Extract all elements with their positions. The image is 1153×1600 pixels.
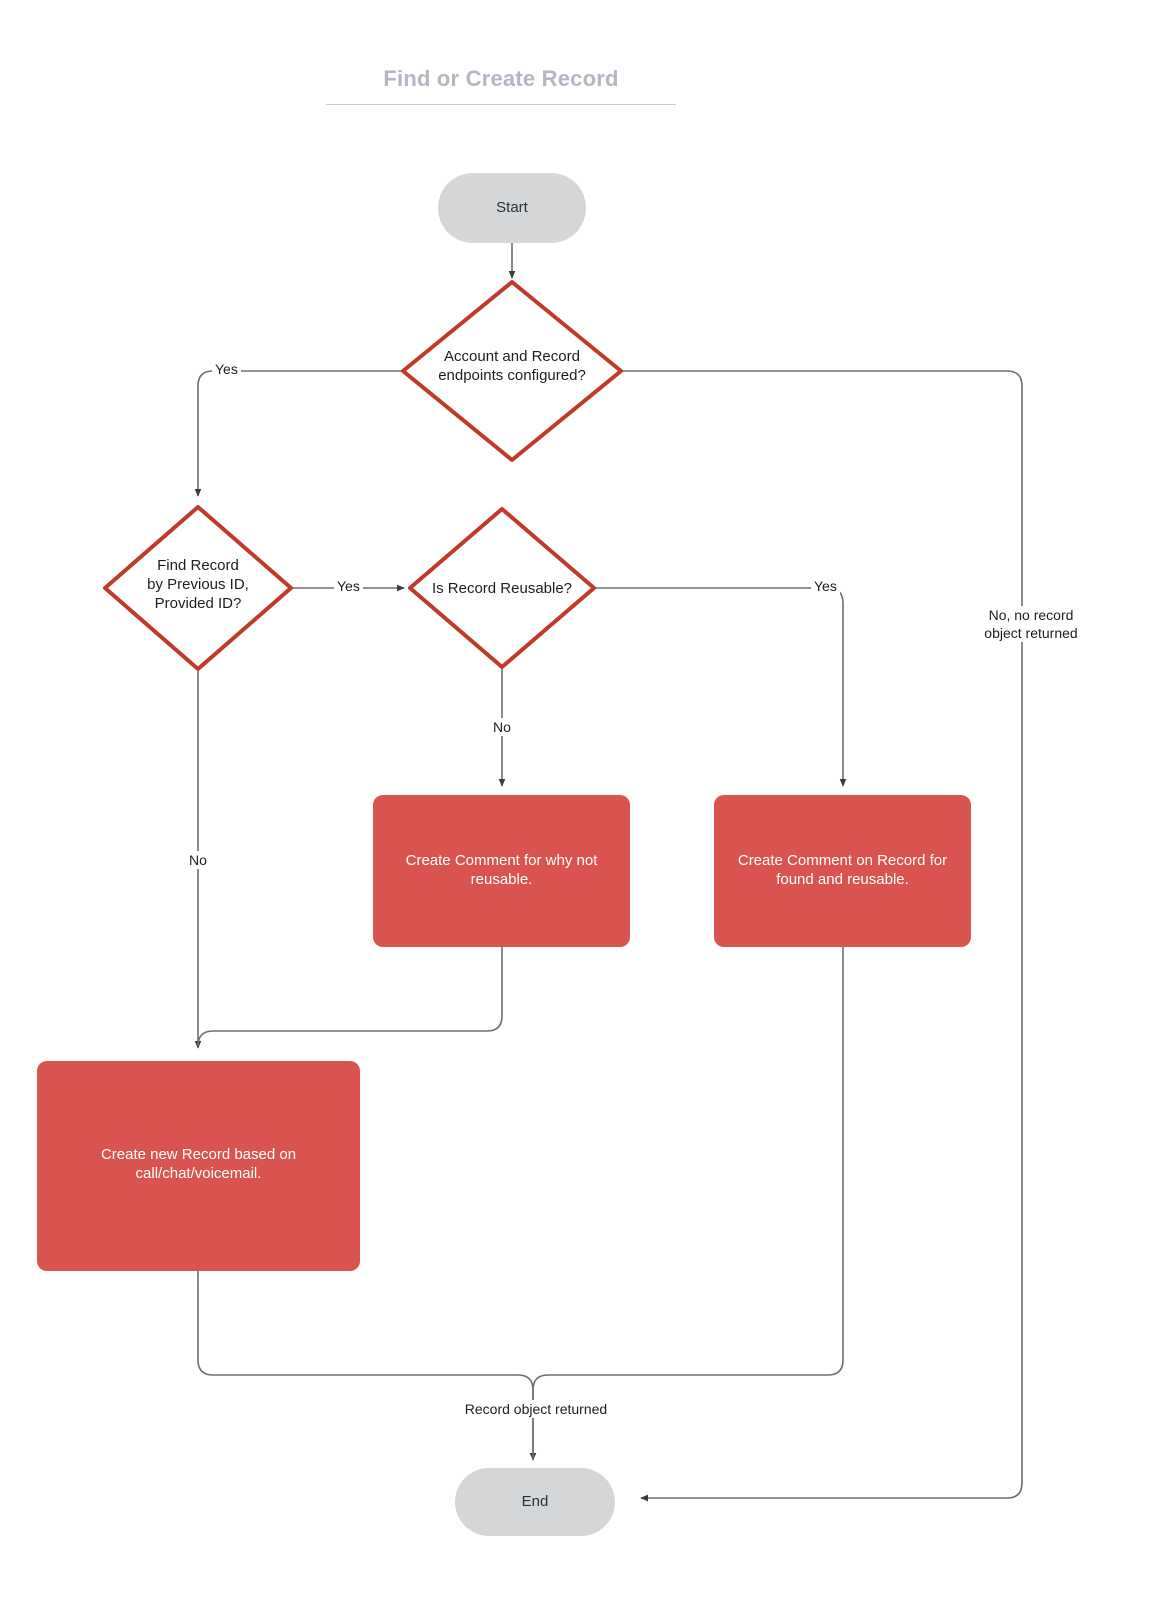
page-title: Find or Create Record [383, 66, 619, 91]
edge-label-endpoints-yes: Yes [212, 360, 241, 379]
edge-endpoints-no-to-end [621, 370, 1023, 1502]
edge-create-record-to-end [197, 1271, 534, 1460]
node-create-comment-why-not-reusable[interactable] [373, 795, 630, 947]
node-find-record[interactable] [103, 505, 293, 671]
edge-label-reusable-no: No [490, 718, 514, 737]
node-create-comment-on-record[interactable] [714, 795, 971, 947]
edge-endpoints-yes-to-find-record [194, 370, 404, 497]
title-divider [326, 104, 676, 105]
edge-comment-why-not-to-create-record [197, 947, 503, 1047]
node-end[interactable] [455, 1468, 615, 1536]
node-start[interactable] [438, 173, 586, 243]
edge-label-find-record-yes: Yes [334, 577, 363, 596]
edge-label-record-object-returned: Record object returned [423, 1400, 649, 1419]
edge-label-reusable-yes: Yes [811, 577, 840, 596]
node-is-record-reusable[interactable] [408, 507, 596, 669]
edge-label-no-record-returned: No, no record object returned [958, 606, 1104, 643]
edge-reusable-yes-to-comment-found [594, 587, 847, 787]
edge-label-find-record-no: No [186, 851, 210, 870]
node-endpoints-configured[interactable] [401, 280, 623, 462]
edge-comment-found-to-end [529, 947, 844, 1461]
node-create-new-record[interactable] [37, 1061, 360, 1271]
